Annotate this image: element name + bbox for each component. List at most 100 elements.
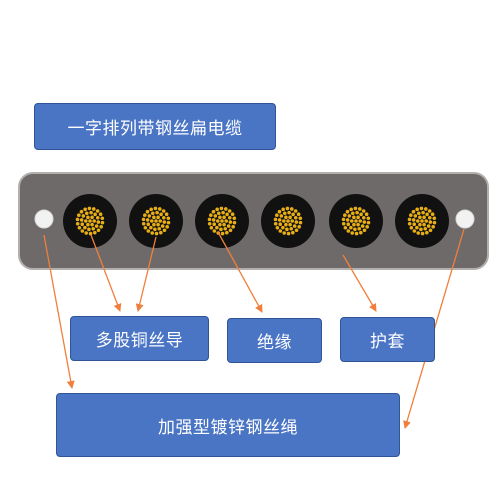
copper-strand	[227, 215, 232, 220]
copper-strand	[359, 212, 363, 217]
copper-strand	[362, 220, 367, 224]
copper-strand	[275, 225, 280, 230]
copper-strand	[156, 222, 160, 227]
copper-strand	[84, 231, 89, 235]
copper-strand	[360, 224, 365, 228]
copper-strand	[145, 218, 150, 222]
copper-strand	[207, 221, 212, 226]
copper-strand	[278, 222, 283, 227]
copper-strand	[416, 219, 420, 223]
copper-strand	[418, 222, 422, 227]
copper-strand	[353, 227, 357, 232]
copper-strand	[349, 207, 353, 212]
copper-strand	[341, 217, 346, 222]
copper-strand	[96, 228, 101, 233]
copper-strand	[354, 231, 359, 236]
copper-strand	[349, 225, 353, 230]
copper-strand	[154, 231, 159, 236]
copper-strand	[353, 206, 358, 211]
copper-strand	[273, 221, 278, 226]
leader-line-conductor-a	[90, 234, 122, 312]
copper-strand	[362, 228, 367, 233]
copper-strand	[84, 219, 88, 223]
copper-strand	[155, 210, 159, 215]
copper-strand	[425, 230, 429, 235]
copper-strand	[93, 212, 97, 217]
copper-strand	[298, 220, 303, 225]
cable-sheath	[18, 172, 489, 270]
copper-strand	[146, 229, 151, 233]
copper-strand	[90, 222, 94, 227]
copper-strand	[221, 210, 225, 215]
copper-strand	[220, 231, 225, 236]
copper-strand	[83, 207, 87, 212]
copper-strand	[343, 213, 347, 217]
copper-strand	[141, 217, 146, 222]
leader-line-conductor-b	[135, 236, 157, 312]
copper-strand	[347, 214, 352, 218]
copper-strand	[284, 222, 288, 227]
copper-strand	[98, 212, 103, 217]
copper-strand	[160, 224, 165, 228]
copper-strand	[219, 206, 224, 211]
copper-strand	[153, 206, 158, 211]
copper-strand	[232, 220, 237, 225]
copper-strand	[223, 226, 228, 231]
copper-strand	[145, 209, 150, 214]
copper-strand	[282, 219, 286, 223]
copper-strand	[75, 217, 80, 222]
copper-strand	[422, 215, 426, 220]
copper-strand	[291, 212, 295, 217]
copper-strand	[407, 217, 412, 222]
copper-strand	[359, 230, 363, 235]
copper-strand	[162, 220, 167, 224]
copper-strand	[83, 225, 87, 230]
sheath-label: 护套	[340, 317, 435, 362]
copper-strand	[361, 209, 366, 213]
steel-wire-left	[34, 209, 54, 229]
copper-strand	[225, 212, 229, 217]
conductor-5	[329, 194, 383, 248]
conductor-6	[395, 194, 449, 248]
copper-strand	[407, 221, 412, 226]
insulation-label: 绝缘	[227, 318, 322, 363]
copper-strand	[165, 225, 169, 229]
copper-strand	[356, 215, 360, 220]
copper-strand	[292, 224, 297, 228]
steel-wire-right	[455, 209, 475, 229]
copper-strand	[150, 219, 154, 223]
copper-strand	[81, 214, 86, 218]
copper-strand	[364, 212, 369, 217]
copper-strand	[431, 225, 435, 229]
copper-strand	[227, 209, 232, 213]
steel-wire-label: 加强型镀锌钢丝绳	[56, 393, 400, 457]
copper-strand	[87, 227, 91, 232]
copper-strand	[95, 209, 100, 213]
copper-strand	[420, 219, 424, 223]
copper-strand	[162, 228, 167, 233]
copper-strand	[88, 219, 92, 223]
copper-strand	[209, 213, 213, 217]
copper-strand	[289, 226, 294, 231]
copper-strand	[289, 207, 294, 211]
copper-strand	[228, 228, 233, 233]
copper-strand	[415, 207, 419, 212]
copper-strand	[89, 210, 93, 215]
copper-strand	[146, 222, 151, 227]
copper-strand	[352, 215, 356, 220]
copper-strand	[354, 219, 358, 223]
copper-strand	[152, 215, 156, 220]
copper-strand	[409, 225, 414, 230]
copper-strand	[356, 222, 360, 227]
copper-strand	[209, 225, 214, 230]
copper-strand	[409, 213, 413, 217]
copper-strand	[424, 219, 429, 223]
copper-strand	[222, 215, 226, 220]
copper-strand	[290, 219, 295, 223]
copper-strand	[92, 219, 96, 223]
conductor-1	[63, 194, 117, 248]
copper-strand	[345, 218, 350, 222]
copper-strand	[286, 231, 291, 236]
copper-strand	[215, 225, 219, 230]
leader-line-sheath	[342, 254, 377, 312]
